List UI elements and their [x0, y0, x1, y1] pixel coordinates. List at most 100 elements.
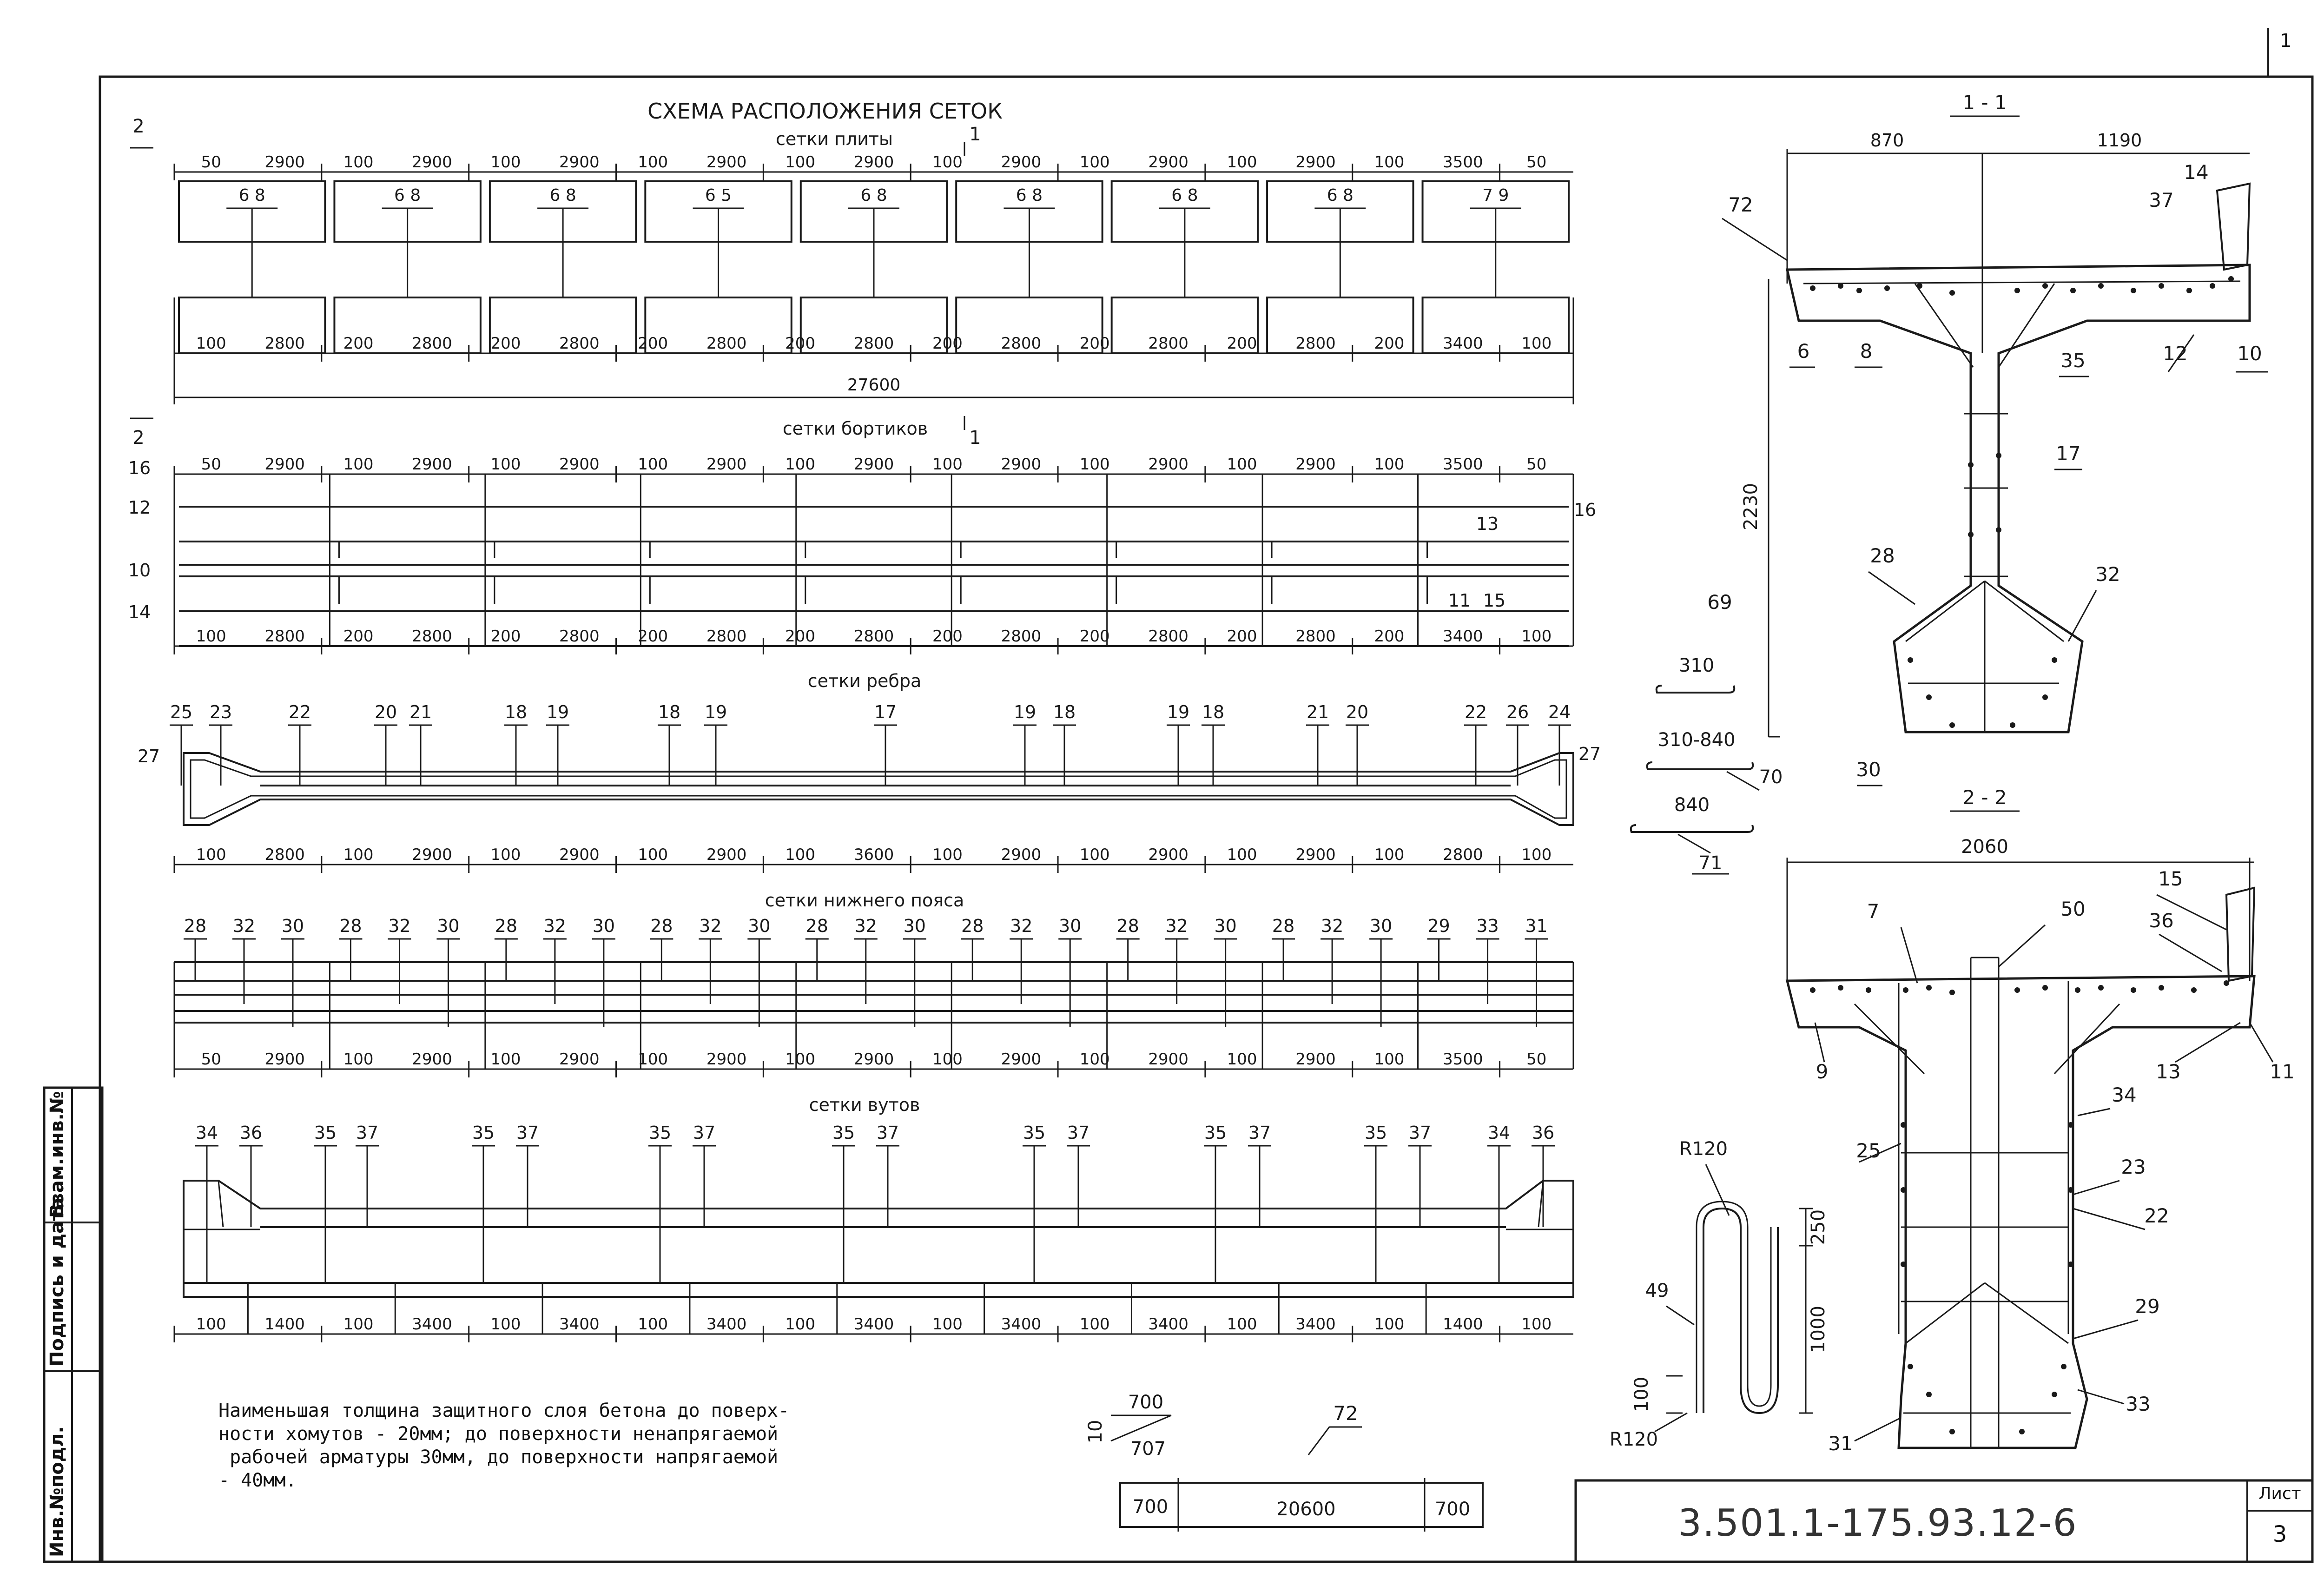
mesh-mark: 35	[314, 1123, 337, 1143]
rebar-dot	[2159, 283, 2164, 289]
dimension-label: 100	[490, 1315, 521, 1334]
mesh-mark: 34	[196, 1123, 218, 1143]
dimension-label: 2800	[1148, 334, 1188, 353]
drawing-code: 3.501.1-175.93.	[1678, 1501, 1989, 1545]
mesh-mark: 6 8	[394, 186, 421, 205]
dimension-label: 3400	[1001, 1315, 1042, 1334]
mesh-mark: 28	[650, 916, 673, 936]
section-label: 50	[2060, 898, 2085, 920]
mesh-mark: 28	[961, 916, 984, 936]
dimension-label: 2900	[1148, 1050, 1188, 1069]
dimension-label: 2800	[1148, 627, 1188, 646]
drawing-line	[1854, 1003, 1925, 1075]
dimension-label: 100	[1521, 846, 1552, 864]
mesh-mark: 35	[472, 1123, 495, 1143]
strand-outline	[1119, 1482, 1484, 1528]
dimension-label: 50	[201, 455, 221, 474]
rebar-dot	[1926, 1392, 1932, 1397]
section-label: 31	[1828, 1432, 1853, 1455]
bar-mark: 71	[1699, 852, 1723, 874]
mesh-panel	[1266, 180, 1414, 243]
dimension-label: 100	[1374, 455, 1404, 474]
mesh-mark: 10	[128, 560, 151, 581]
rebar-dot	[1810, 987, 1816, 993]
dimension-label: 2800	[559, 627, 600, 646]
rib-outline	[183, 752, 1574, 826]
section-arrow-label: 1	[969, 124, 981, 145]
dimension-label: 2800	[1295, 627, 1336, 646]
mesh-mark: 11	[1448, 590, 1471, 611]
bar-dimension: 310	[1679, 655, 1714, 676]
mesh-mark: 35	[832, 1123, 855, 1143]
mesh-mark: 31	[1525, 916, 1547, 936]
dimension-label: 2900	[706, 455, 747, 474]
rebar-dot	[1908, 657, 1913, 663]
dimension-label: 2800	[559, 334, 600, 353]
dimension-label: 100	[1227, 1315, 1257, 1334]
mesh-mark: 16	[1574, 500, 1596, 520]
section-label: 30	[1856, 758, 1881, 781]
drawing-code-suffix: 12-6	[1989, 1501, 2078, 1545]
mesh-mark: 35	[649, 1123, 671, 1143]
mesh-mark: 32	[1165, 916, 1188, 936]
mesh-mark: 32	[544, 916, 566, 936]
dimension-label: 3400	[412, 1315, 452, 1334]
protective-layer-note: Наименьшая толщина защитного слоя бетона…	[218, 1399, 985, 1492]
dimension-label: 100	[343, 455, 374, 474]
mesh-mark: 22	[1465, 702, 1487, 722]
section-label: 29	[2135, 1295, 2159, 1318]
bar-dimension: 20600	[1276, 1499, 1335, 1520]
section-label: 9	[1816, 1060, 1829, 1083]
drawing-line	[1110, 1414, 1172, 1442]
section-label: 33	[2126, 1393, 2150, 1415]
bar-mark: 49	[1645, 1280, 1669, 1301]
bar-mark: 72	[1333, 1402, 1358, 1425]
dimension-label: 3500	[1443, 455, 1483, 474]
mesh-mark: 21	[409, 702, 432, 722]
side-label-replacement: Взам.инв.№	[46, 1091, 68, 1218]
dimension-label: 2800	[1295, 334, 1336, 353]
dimension-label: 2900	[1001, 455, 1042, 474]
drawing-line	[1726, 771, 1760, 791]
bar-dimension: 100	[1631, 1377, 1652, 1412]
dimension-label: 50	[201, 1050, 221, 1069]
dimension-label: 2900	[1295, 153, 1336, 172]
rebar-dot	[1917, 283, 1922, 289]
dimension-label: 2800	[1001, 627, 1042, 646]
rebar-dot	[2191, 987, 2197, 993]
drawing-line	[1900, 927, 1918, 984]
drawing-line	[2249, 1022, 2274, 1063]
dimension-label: 100	[1227, 455, 1257, 474]
dimension-label: 200	[490, 334, 521, 353]
mesh-mark: 37	[1067, 1123, 1089, 1143]
section-title: 2 - 2	[1962, 786, 2007, 809]
rebar-dot	[1901, 1122, 1906, 1128]
dimension-label: 100	[638, 455, 668, 474]
drawing-line	[2077, 1108, 2111, 1116]
dimension-label: 200	[343, 627, 374, 646]
dimension-label: 200	[932, 334, 963, 353]
mesh-mark: 32	[233, 916, 255, 936]
page-corner-number: 1	[2280, 30, 2292, 52]
dimension-label: 2900	[1148, 153, 1188, 172]
rebar-dot	[1884, 285, 1890, 291]
drawing-line	[2073, 1319, 2139, 1340]
mesh-mark: 34	[1488, 1123, 1510, 1143]
mesh-mark: 19	[1014, 702, 1036, 722]
drawing-line	[2175, 1022, 2241, 1063]
drawing-line	[1905, 580, 1985, 642]
mesh-mark: 6 8	[1171, 186, 1198, 205]
dimension-label: 50	[1526, 1050, 1546, 1069]
dimension-label: 50	[1526, 153, 1546, 172]
dimension-label: 200	[1374, 627, 1404, 646]
curb-outline	[2216, 182, 2251, 271]
dimension-label: 100	[1374, 846, 1404, 864]
note-line: рабочей арматуры 30мм, до поверхности на…	[218, 1447, 779, 1468]
rebar-dot	[2042, 985, 2048, 991]
dimension-label: 2900	[854, 455, 894, 474]
dimension-label: 200	[932, 627, 963, 646]
mesh-mark: 12	[128, 497, 151, 518]
